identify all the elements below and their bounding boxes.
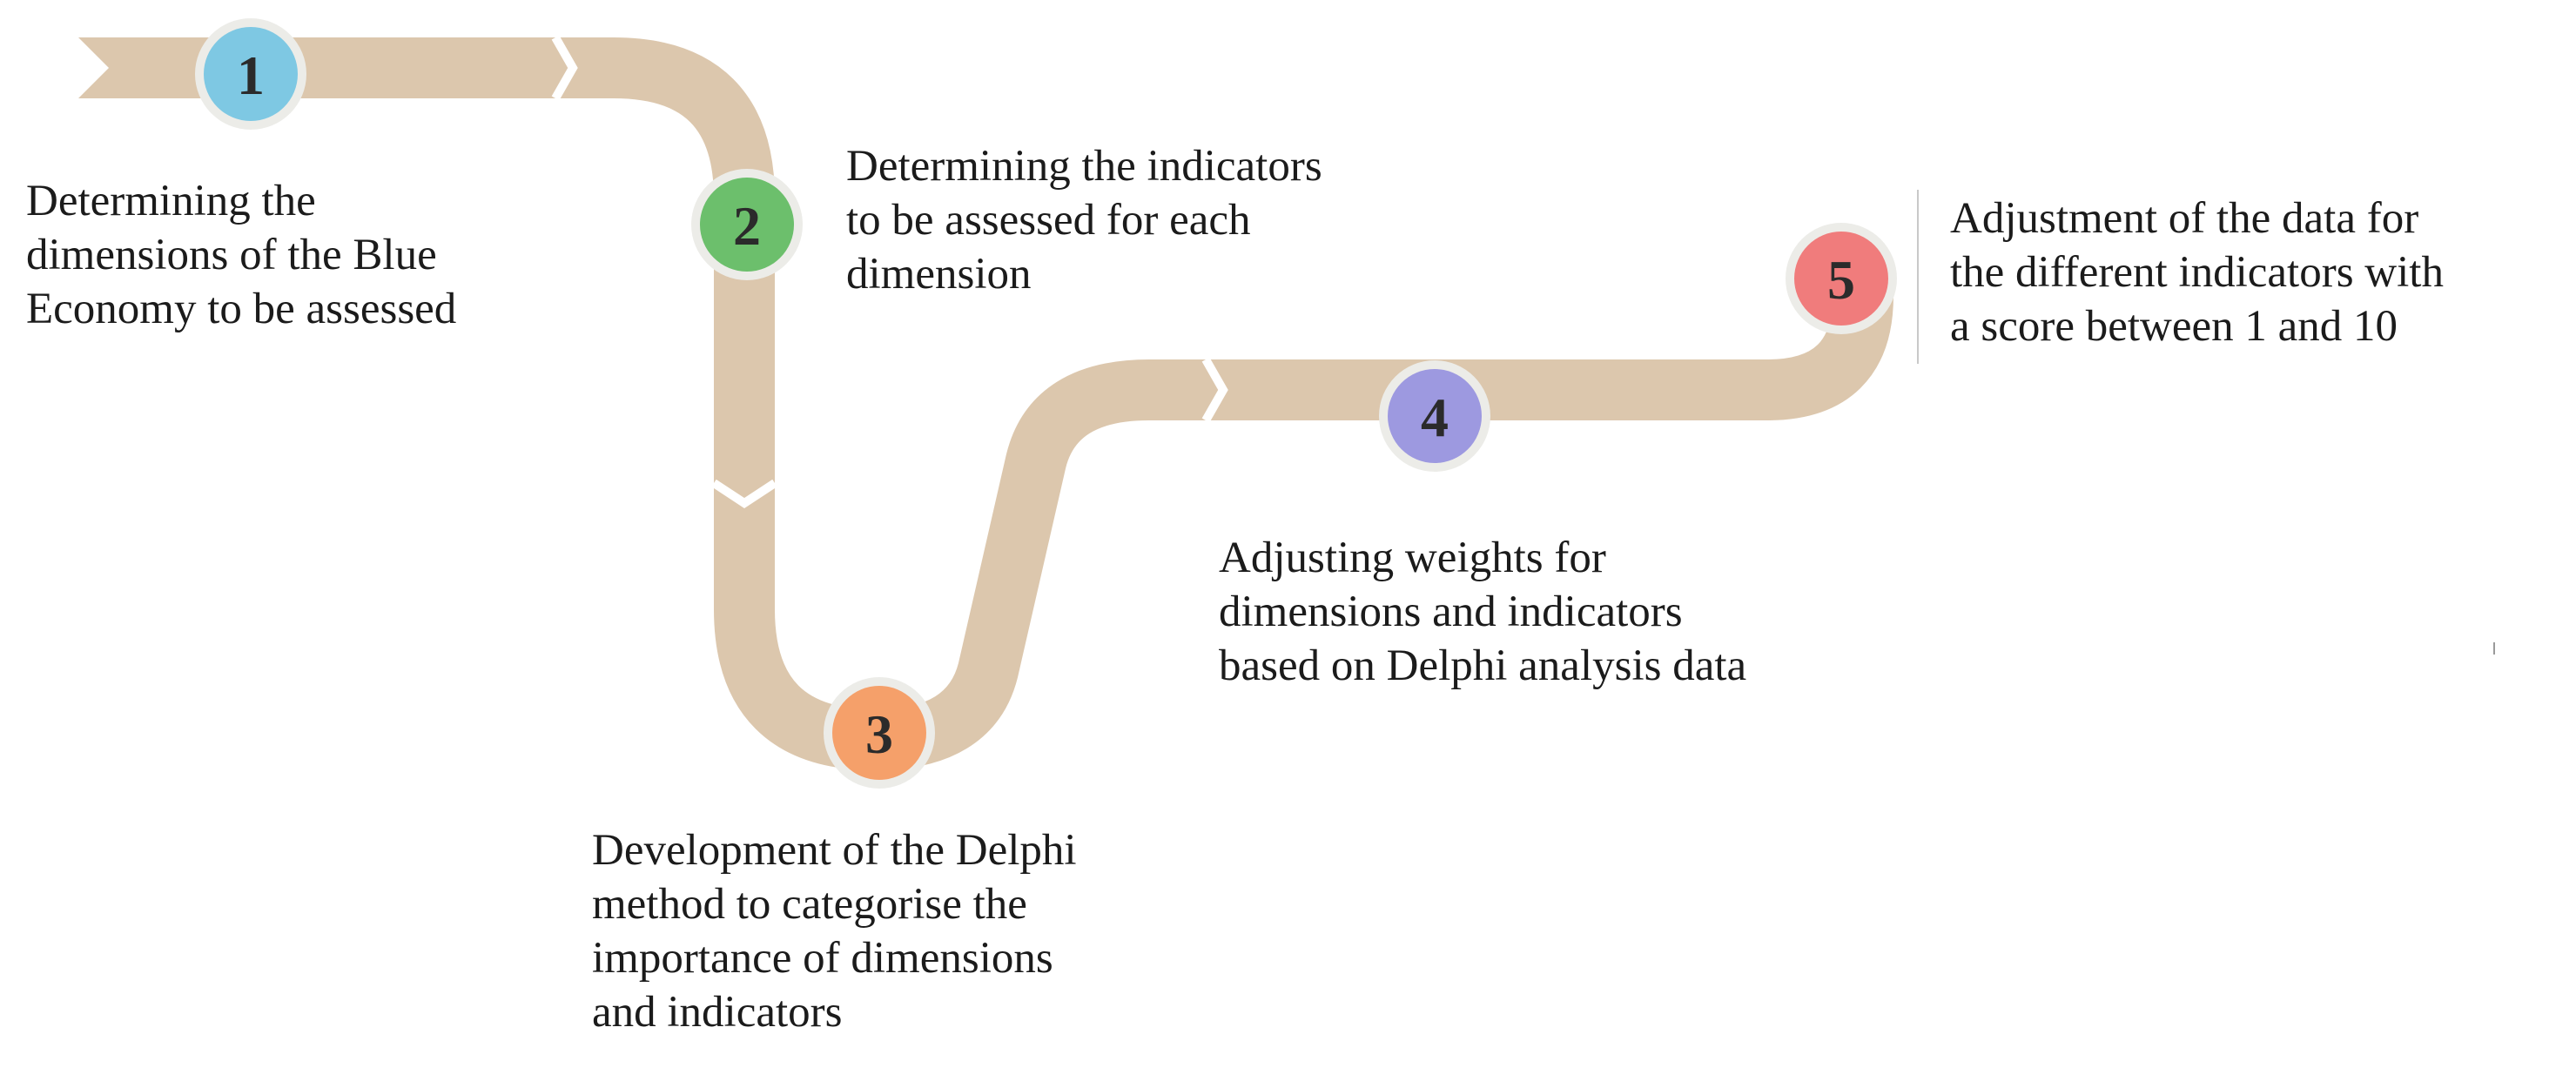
step-2-badge: 2 [691, 169, 803, 280]
step-2-number: 2 [733, 195, 761, 257]
road-chevron-3 [1201, 357, 1228, 423]
step-3-line: and indicators [592, 988, 843, 1037]
step-3-number: 3 [865, 703, 893, 765]
step-2-line: dimension [846, 250, 1032, 299]
step-2-line: Determining the indicators [846, 142, 1322, 191]
step-1-number: 1 [237, 44, 265, 106]
road-chevron-1 [551, 35, 578, 101]
step-5-number: 5 [1827, 249, 1855, 311]
step-4-number: 4 [1421, 386, 1449, 448]
step-3-line: Development of the Delphi [592, 826, 1077, 875]
step-2-line: to be assessed for each [846, 196, 1251, 245]
road-start-arrow-tail [78, 37, 122, 98]
step-3-badge: 3 [824, 677, 935, 789]
step-4-line: dimensions and indicators [1219, 588, 1683, 636]
step-5-line: Adjustment of the data for [1950, 194, 2419, 243]
step-1-line: Determining the [26, 177, 316, 225]
step-4-description: Adjusting weights for dimensions and ind… [1219, 531, 1746, 693]
step-5-description: Adjustment of the data for the different… [1950, 191, 2444, 353]
step-3-line: method to categorise the [592, 880, 1027, 929]
step-1-description: Determining the dimensions of the Blue E… [26, 174, 456, 336]
step-4-badge: 4 [1379, 360, 1490, 472]
step-1-line: Economy to be assessed [26, 285, 457, 333]
step-4-line: Adjusting weights for [1219, 534, 1606, 582]
step-4-line: based on Delphi analysis data [1219, 641, 1747, 690]
step-5-line: the different indicators with [1950, 248, 2444, 297]
step-5-line: a score between 1 and 10 [1950, 302, 2398, 351]
road-chevrons [551, 35, 1228, 508]
road-chevron-2 [711, 479, 777, 508]
step-3-description: Development of the Delphi method to cate… [592, 823, 1077, 1039]
step-1-line: dimensions of the Blue [26, 231, 437, 279]
step-2-description: Determining the indicators to be assesse… [846, 139, 1322, 301]
step-1-badge: 1 [195, 18, 306, 130]
step-5-badge: 5 [1786, 223, 1897, 334]
step-3-line: importance of dimensions [592, 934, 1053, 983]
